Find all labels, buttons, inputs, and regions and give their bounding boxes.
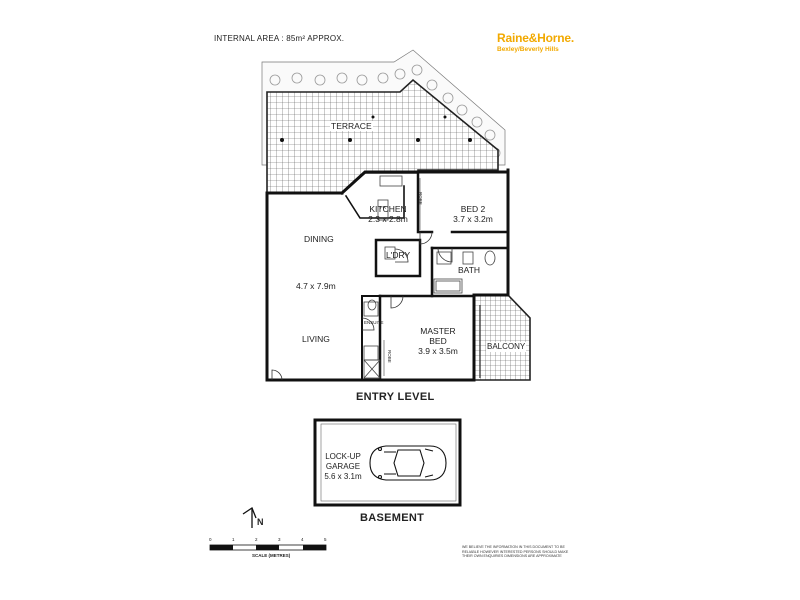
disclaimer-line-3: THEIR OWN ENQUIRIES DIMENSIONS ARE APPRO… xyxy=(462,554,562,559)
ensuite-label: ENSUITE xyxy=(364,320,384,325)
scale-tick-0: 0 xyxy=(209,537,212,542)
kitchen-size: 2.3 x 2.8m xyxy=(368,214,408,224)
master-name-2: BED xyxy=(429,336,447,346)
robe-label: ROBE xyxy=(418,192,423,205)
bath-label: BATH xyxy=(458,265,481,275)
balcony-label: BALCONY xyxy=(486,342,527,352)
door-swings xyxy=(271,231,453,381)
north-arrow-icon xyxy=(242,507,257,528)
disclaimer-line-1: WE BELIEVE THE INFORMATION IN THIS DOCUM… xyxy=(462,545,565,549)
planter-shrubs xyxy=(269,64,501,159)
fixtures xyxy=(363,175,496,379)
master-bed-label: MASTER BED 3.9 x 3.5m xyxy=(410,326,466,356)
living-label: LIVING xyxy=(302,334,330,344)
bed2-label: BED 2 3.7 x 3.2m xyxy=(448,204,498,224)
scale-tick-4: 4 xyxy=(301,537,304,542)
north-label: N xyxy=(257,517,264,527)
robe-lines xyxy=(383,178,421,376)
internal-area-label: INTERNAL AREA : 85m² APPROX. xyxy=(214,34,345,43)
disclaimer: WE BELIEVE THE INFORMATION IN THIS DOCUM… xyxy=(462,545,592,559)
kitchen-label: KITCHEN 2.3 x 2.8m xyxy=(366,204,410,224)
laundry-label: L'DRY xyxy=(386,250,411,260)
scale-tick-5: 5 xyxy=(324,537,327,542)
master-size: 3.9 x 3.5m xyxy=(418,346,458,356)
garage-label: LOCK-UP GARAGE 5.6 x 3.1m xyxy=(322,452,364,482)
robe-label-2: ROBE xyxy=(387,350,392,363)
garage-size: 5.6 x 3.1m xyxy=(324,472,362,481)
apartment-walls xyxy=(265,168,510,382)
master-name: MASTER xyxy=(420,326,456,336)
kitchen-name: KITCHEN xyxy=(369,204,407,214)
garage-line1: LOCK-UP xyxy=(325,452,361,461)
bed2-size: 3.7 x 3.2m xyxy=(453,214,493,224)
terrace-label: TERRACE xyxy=(330,121,373,131)
bed2-name: BED 2 xyxy=(460,204,486,214)
scale-tick-1: 1 xyxy=(232,537,235,542)
terrace-posts xyxy=(280,115,472,142)
entry-level-title: ENTRY LEVEL xyxy=(356,391,435,403)
fridge-label: FR xyxy=(380,205,386,210)
disclaimer-line-2: RELIABLE HOWEVER INTERESTED PERSONS SHOU… xyxy=(462,549,569,554)
brand-logo: Raine&Horne. xyxy=(497,31,574,45)
dining-label: DINING xyxy=(304,234,334,244)
garage-outline xyxy=(313,418,462,507)
car-icon xyxy=(369,445,447,481)
scale-tick-2: 2 xyxy=(255,537,258,542)
scale-bar xyxy=(209,544,327,551)
garage-line2: GARAGE xyxy=(325,462,361,471)
balcony-area xyxy=(473,294,531,381)
basement-title: BASEMENT xyxy=(360,512,425,524)
brand-office: Bexley/Beverly Hills xyxy=(497,46,559,53)
scale-tick-3: 3 xyxy=(278,537,281,542)
scale-label: SCALE (METRES) xyxy=(252,553,291,558)
living-size-label: 4.7 x 7.9m xyxy=(296,281,336,291)
